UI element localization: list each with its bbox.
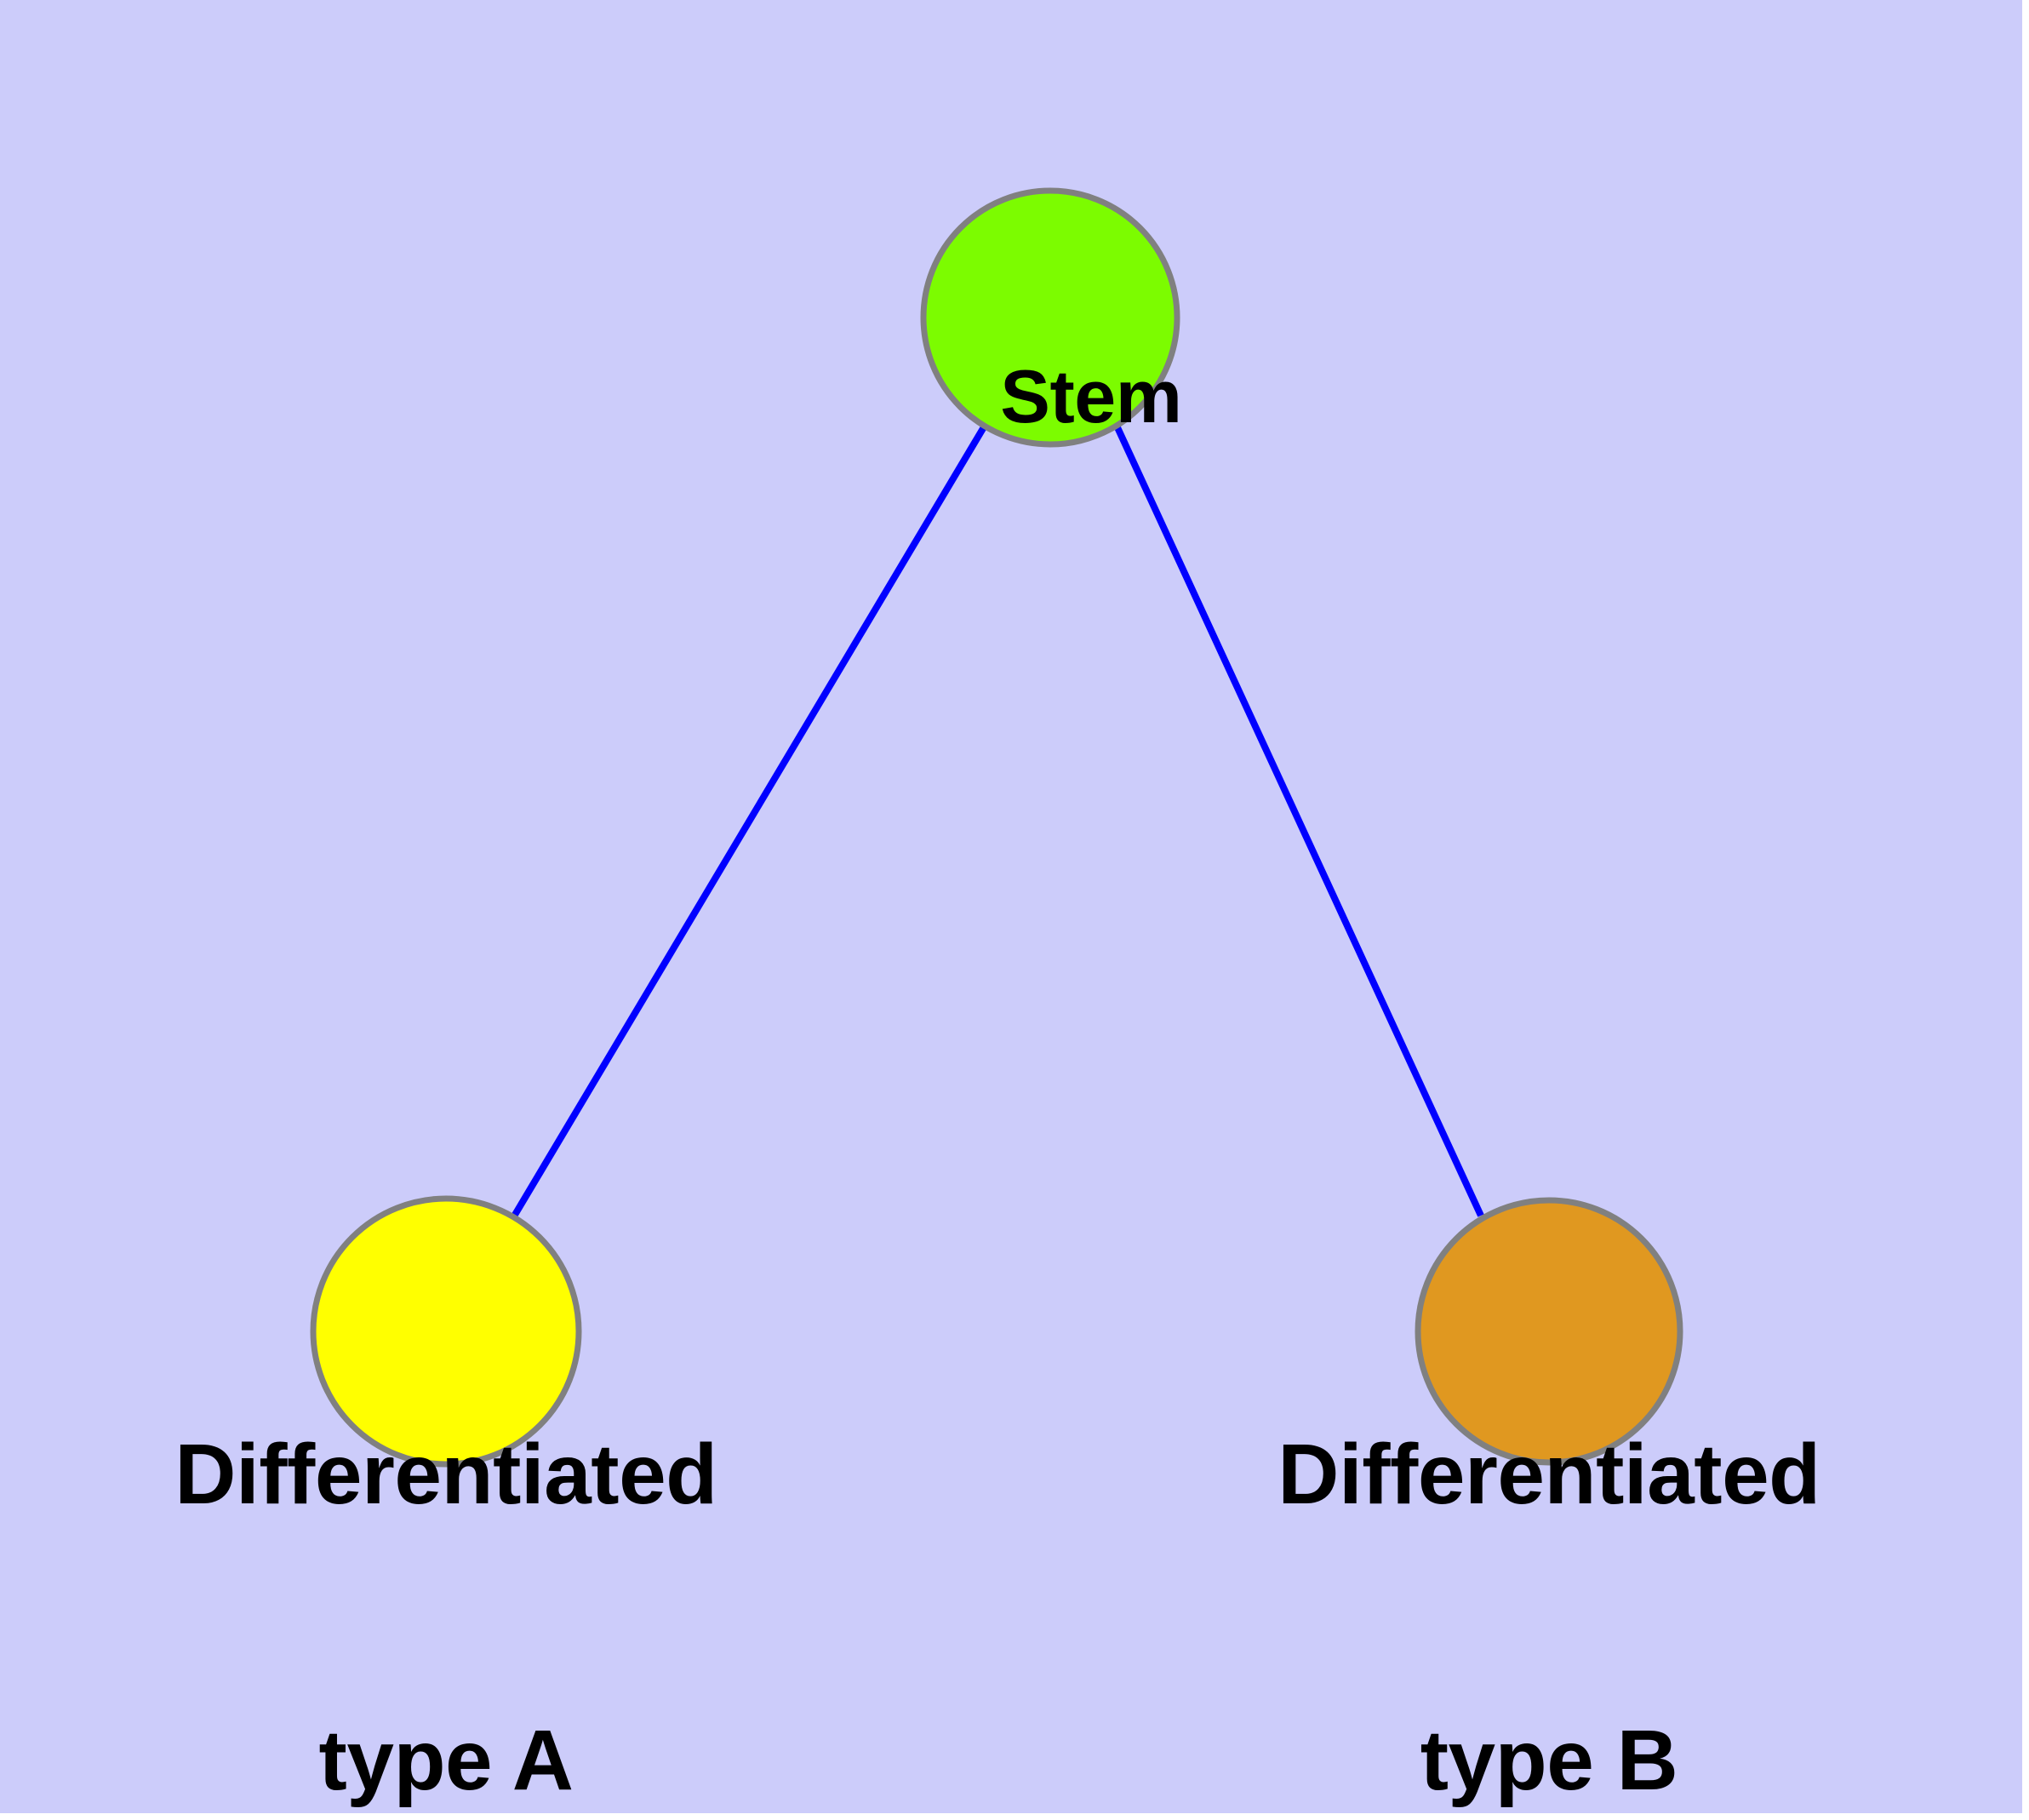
- node-layer: [310, 187, 1683, 1468]
- edge-layer: [512, 423, 1484, 1217]
- node-circle-stem[interactable]: [920, 187, 1180, 448]
- edge-stem-to-diff-a[interactable]: [512, 423, 988, 1217]
- node-circle-diff-b[interactable]: [1415, 1197, 1683, 1466]
- edge-stem-to-diff-b[interactable]: [1113, 424, 1484, 1217]
- node-circle-diff-a[interactable]: [310, 1195, 582, 1468]
